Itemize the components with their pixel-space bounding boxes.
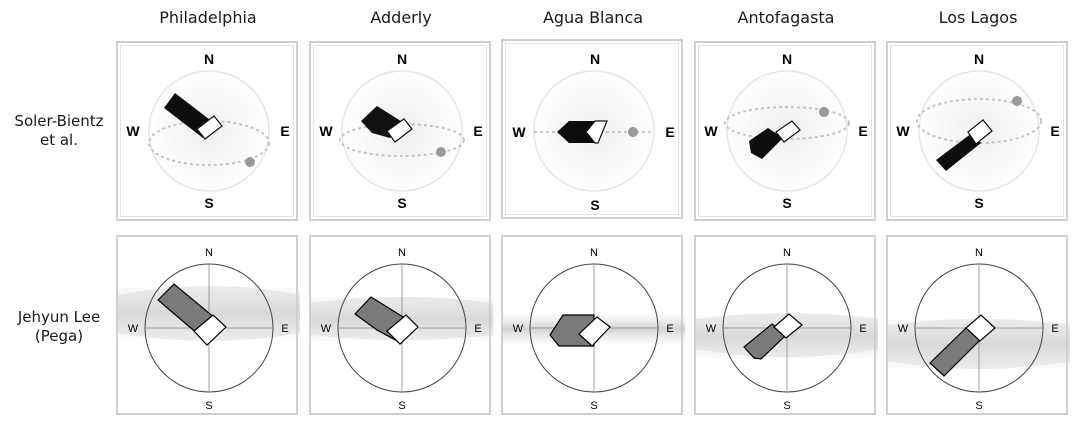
compass-e-label: E — [665, 124, 674, 140]
pv-panel-face — [773, 313, 803, 339]
compass-s-label: S — [398, 400, 405, 412]
column-title-los-lagos: Los Lagos — [938, 8, 1018, 27]
compass-s-label: S — [783, 400, 790, 412]
panel-soler-philadelphia: N S W E — [116, 41, 298, 221]
column-title-adderly: Adderly — [370, 8, 432, 27]
pv-panel-face — [965, 314, 996, 342]
pega-adderly-plot: N S W E — [311, 247, 493, 412]
row-label-pega-line1: Jehyun Lee — [17, 308, 101, 326]
pv-panel-face — [196, 115, 223, 140]
compass-e-label: E — [859, 323, 866, 335]
compass-n-label: N — [205, 247, 213, 259]
sun-dot — [819, 107, 829, 117]
row-label-soler-line1: Soler-Bientz — [14, 112, 104, 130]
sun-dot — [436, 147, 446, 157]
pega-philadelphia-plot: N S W E — [118, 247, 300, 412]
pv-panel-face — [386, 118, 413, 143]
compass-e-label: E — [666, 323, 673, 335]
pv-panel-shadow — [743, 323, 787, 360]
compass-w-label: W — [321, 323, 332, 335]
compass-n-label: N — [590, 51, 600, 67]
compass-n-label: N — [590, 247, 598, 259]
pv-panel-face — [193, 314, 227, 346]
compass-n-label: N — [782, 51, 792, 67]
column-title-agua-blanca: Agua Blanca — [542, 8, 644, 27]
pv-panel-face — [386, 314, 419, 345]
compass-w-label: W — [704, 123, 718, 139]
pv-panel-face — [578, 316, 611, 347]
sun-path — [148, 120, 270, 166]
compass-e-label: E — [1050, 123, 1059, 139]
compass-e-label: E — [474, 323, 481, 335]
compass-s-label: S — [205, 400, 212, 412]
soler-antofagasta-plot: N S W E — [704, 51, 867, 211]
compass-w-label: W — [898, 323, 909, 335]
compass-e-label: E — [281, 323, 288, 335]
panel-soler-los-lagos: N S W E — [886, 41, 1068, 221]
panel-soler-agua-blanca: N S W E — [501, 39, 683, 219]
row-label-soler: Soler-Bientz et al. — [0, 112, 118, 150]
compass-n-label: N — [398, 247, 406, 259]
compass-n-label: N — [975, 247, 983, 259]
column-title-philadelphia: Philadelphia — [159, 8, 257, 27]
panel-pega-los-lagos: N S W E — [886, 235, 1070, 415]
soler-adderly-plot: N S W E — [319, 51, 482, 211]
pv-panel-shadow — [557, 121, 595, 143]
column-title-antofagasta: Antofagasta — [737, 8, 835, 27]
panel-pega-philadelphia: N S W E — [116, 235, 300, 415]
pega-agua-blanca-plot: N S W E — [503, 247, 685, 412]
soler-philadelphia-plot: N S W E — [126, 51, 289, 211]
compass-w-label: W — [896, 123, 910, 139]
panel-pega-antofagasta: N S W E — [694, 235, 878, 415]
pega-los-lagos-plot: N S W E — [888, 247, 1070, 412]
sun-path — [916, 98, 1042, 144]
pv-panel-shadow — [749, 128, 783, 159]
pv-panel-face — [585, 120, 608, 144]
panel-pega-agua-blanca: N S W E — [501, 235, 685, 415]
soler-los-lagos-plot: N S W E — [896, 51, 1059, 211]
sun-dot — [628, 127, 638, 137]
panel-pega-adderly: N S W E — [309, 235, 493, 415]
compass-w-label: W — [128, 323, 139, 335]
compass-w-label: W — [512, 124, 526, 140]
compass-s-label: S — [782, 195, 791, 211]
pv-panel-face — [775, 120, 801, 143]
pega-antofagasta-plot: N S W E — [696, 247, 878, 412]
compass-s-label: S — [590, 400, 597, 412]
soler-agua-blanca-plot: N S W E — [512, 51, 674, 213]
pv-panel-shadow — [936, 133, 981, 171]
sun-dot — [245, 157, 255, 167]
compass-n-label: N — [204, 51, 214, 67]
compass-e-label: E — [473, 123, 482, 139]
row-label-soler-line2: et al. — [39, 131, 78, 149]
compass-w-label: W — [126, 123, 140, 139]
row-label-pega-line2: (Pega) — [34, 327, 84, 345]
compass-e-label: E — [858, 123, 867, 139]
compass-s-label: S — [397, 195, 406, 211]
compass-w-label: W — [513, 323, 524, 335]
sun-dot — [1012, 96, 1022, 106]
compass-s-label: S — [590, 197, 599, 213]
compass-w-label: W — [706, 323, 717, 335]
compass-w-label: W — [319, 123, 333, 139]
panel-soler-antofagasta: N S W E — [694, 41, 876, 221]
compass-e-label: E — [1051, 323, 1058, 335]
compass-n-label: N — [974, 51, 984, 67]
compass-s-label: S — [204, 195, 213, 211]
compass-s-label: S — [975, 400, 982, 412]
row-label-pega: Jehyun Lee (Pega) — [0, 308, 118, 346]
compass-n-label: N — [397, 51, 407, 67]
compass-s-label: S — [974, 195, 983, 211]
compass-n-label: N — [783, 247, 791, 259]
pv-panel-face — [967, 119, 993, 145]
panel-soler-adderly: N S W E — [309, 41, 491, 221]
compass-e-label: E — [280, 123, 289, 139]
